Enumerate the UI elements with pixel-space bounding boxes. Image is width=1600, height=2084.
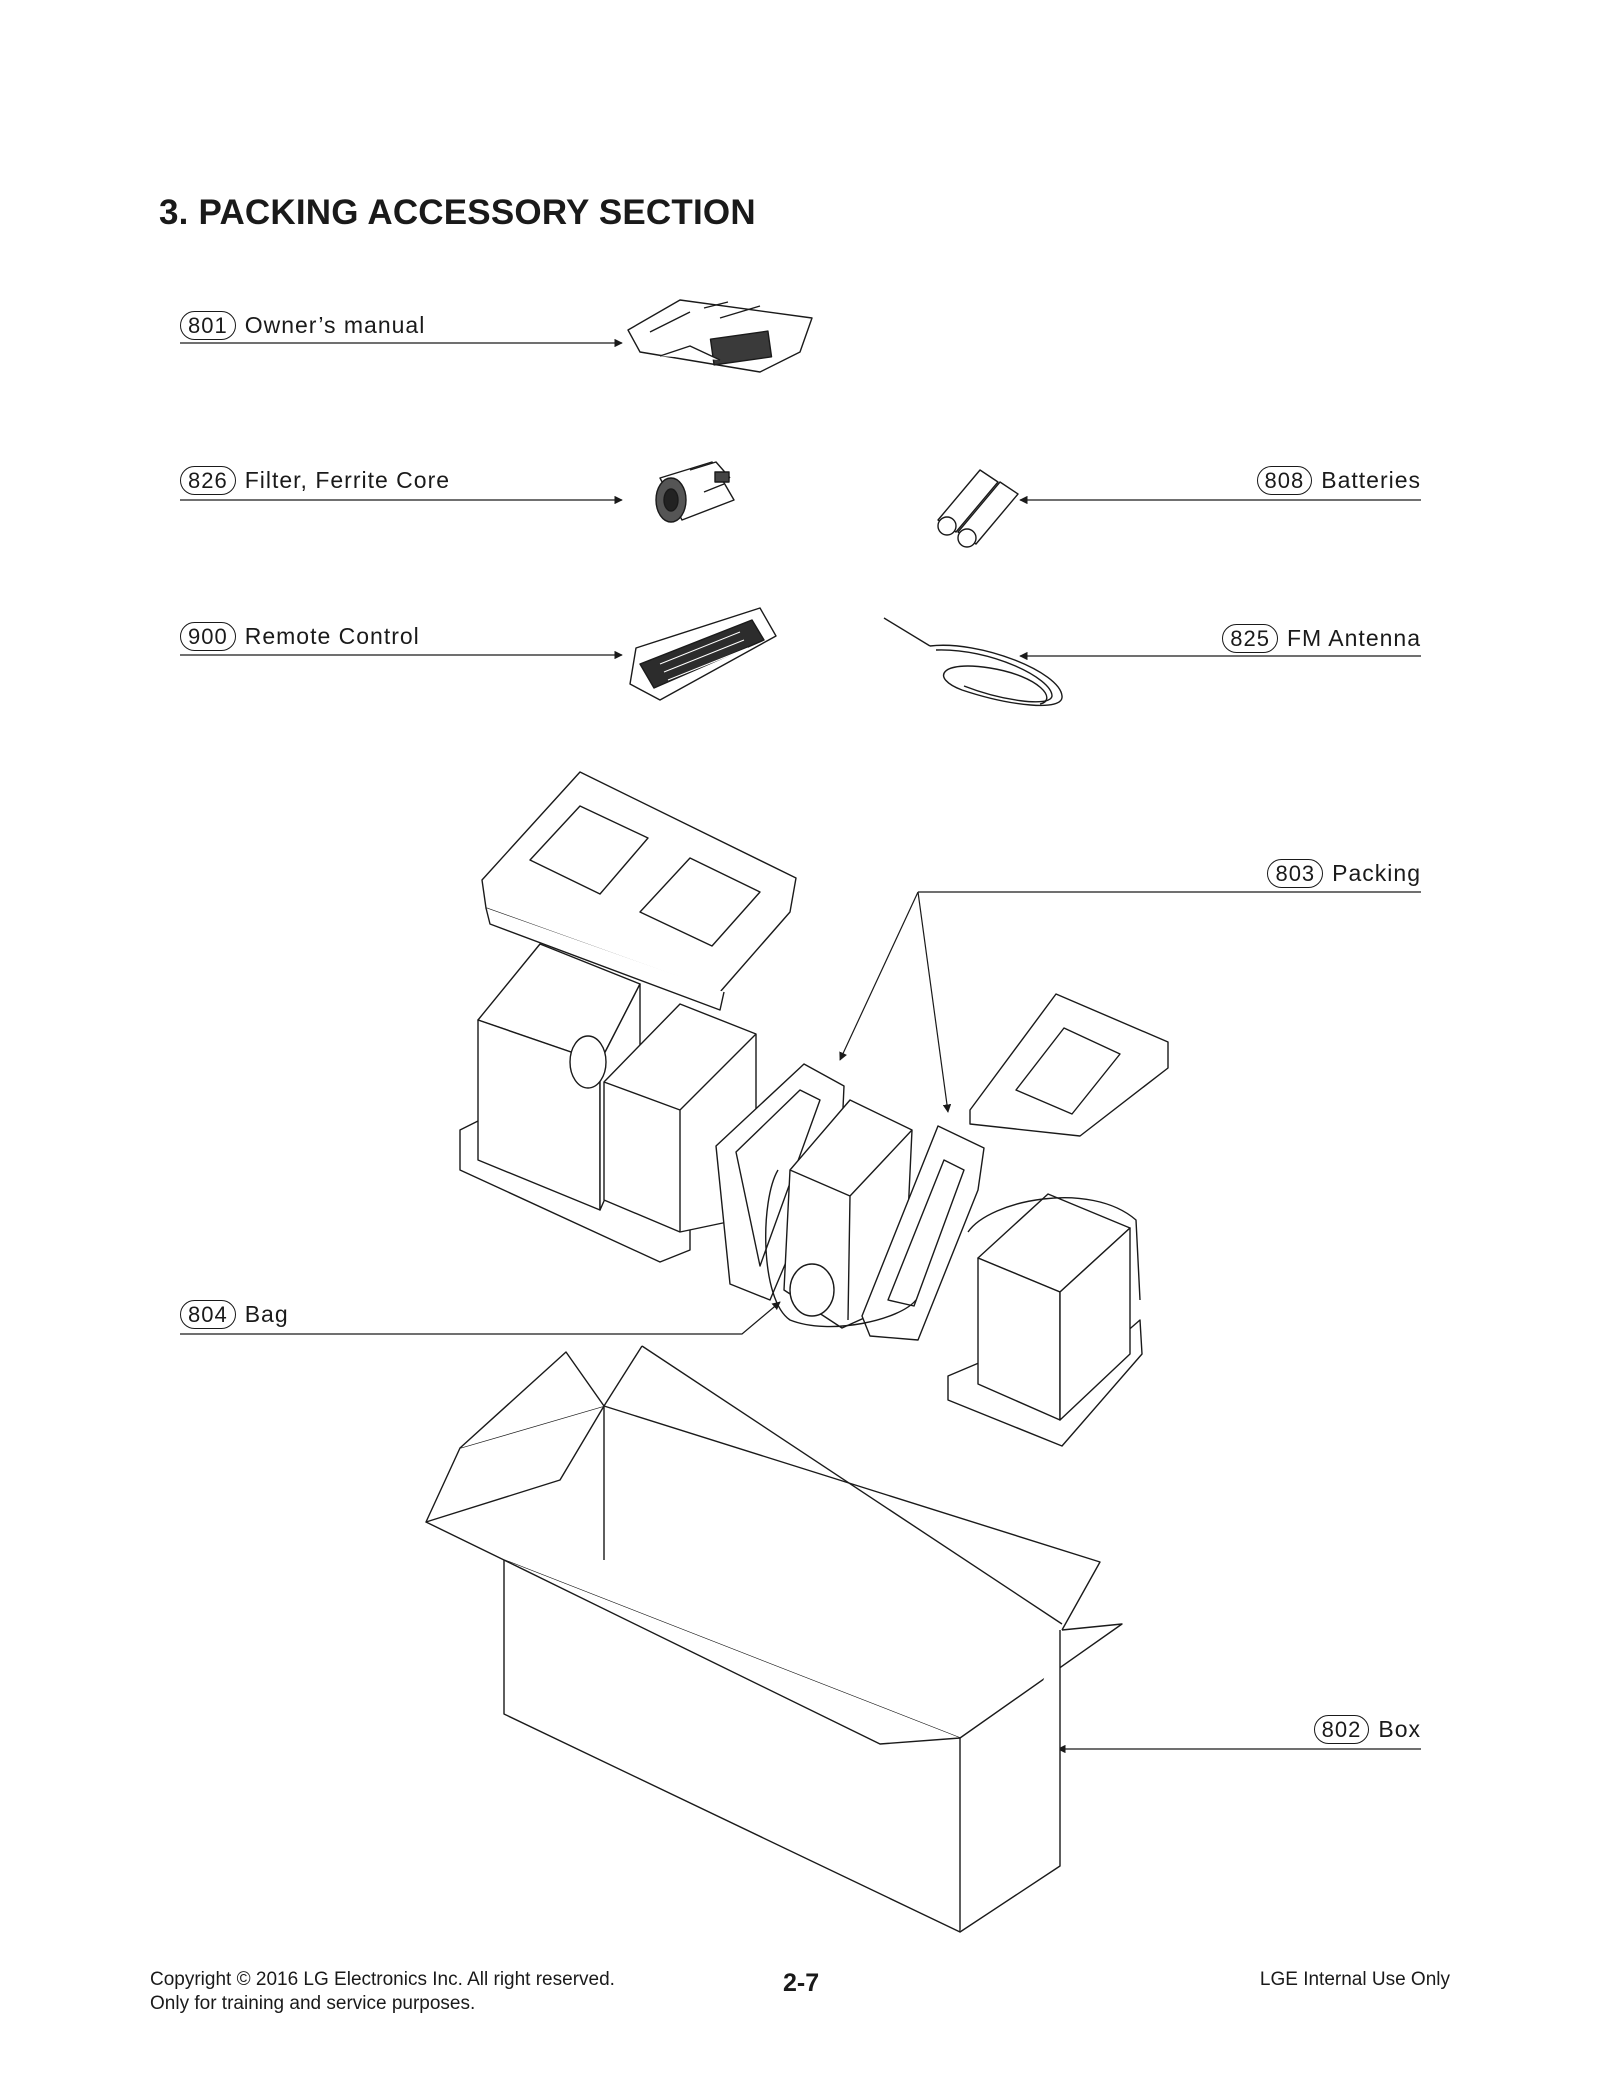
callout-bag: 804 Bag [180,1300,289,1329]
page-number: 2-7 [783,1969,820,1997]
part-label: Packing [1332,860,1421,886]
remote-control-illustration [630,608,776,700]
part-number-badge: 825 [1222,624,1278,653]
part-label: FM Antenna [1286,625,1421,651]
usage-note: Only for training and service purposes. [150,1993,476,2014]
callout-ferrite-core: 826 Filter, Ferrite Core [180,466,450,495]
part-label: Filter, Ferrite Core [244,467,451,493]
part-label: Remote Control [244,623,420,649]
left-speaker-illustration [460,944,756,1262]
box-illustration [426,1346,1122,1932]
bag-illustration [766,1170,916,1327]
part-label: Owner’s manual [244,312,426,338]
part-number-badge: 803 [1267,859,1324,888]
callout-box: 802 Box [1313,1715,1421,1744]
small-packing-tray-illustration [970,994,1168,1136]
callout-remote-control: 900 Remote Control [180,622,420,651]
part-number-badge: 801 [180,311,236,340]
internal-use-label: LGE Internal Use Only [1259,1969,1450,1990]
part-label: Batteries [1321,467,1421,493]
page-title: 3. PACKING ACCESSORY SECTION [159,193,756,232]
leader-line-packing-branch-right [918,892,952,1113]
part-number-badge: 804 [180,1300,236,1329]
callout-packing: 803 Packing [1267,859,1421,888]
copyright-text: Copyright © 2016 LG Electronics Inc. All… [150,1969,615,1990]
leader-lines [180,338,1421,1754]
owners-manual-illustration [628,300,812,372]
ferrite-core-illustration [656,462,734,522]
top-packing-tray-illustration [482,772,796,1010]
fm-antenna-illustration [884,618,1062,705]
part-number-badge: 808 [1256,466,1313,495]
part-number-badge: 826 [180,466,236,495]
center-packing-illustration [716,1064,984,1340]
callout-batteries: 808 Batteries [1256,466,1421,495]
footer-copyright-block: Copyright © 2016 LG Electronics Inc. All… [150,1968,615,2016]
part-number-badge: 900 [180,622,236,651]
part-number-badge: 802 [1313,1715,1370,1744]
leader-line-bag [180,1301,781,1334]
callout-fm-antenna: 825 FM Antenna [1222,624,1421,653]
batteries-illustration [938,470,1018,547]
right-speaker-illustration [948,1194,1142,1446]
leader-line-packing-branch-left [839,892,918,1061]
part-label: Bag [244,1301,289,1327]
callout-owners-manual: 801 Owner’s manual [180,311,425,340]
part-label: Box [1378,1716,1421,1742]
